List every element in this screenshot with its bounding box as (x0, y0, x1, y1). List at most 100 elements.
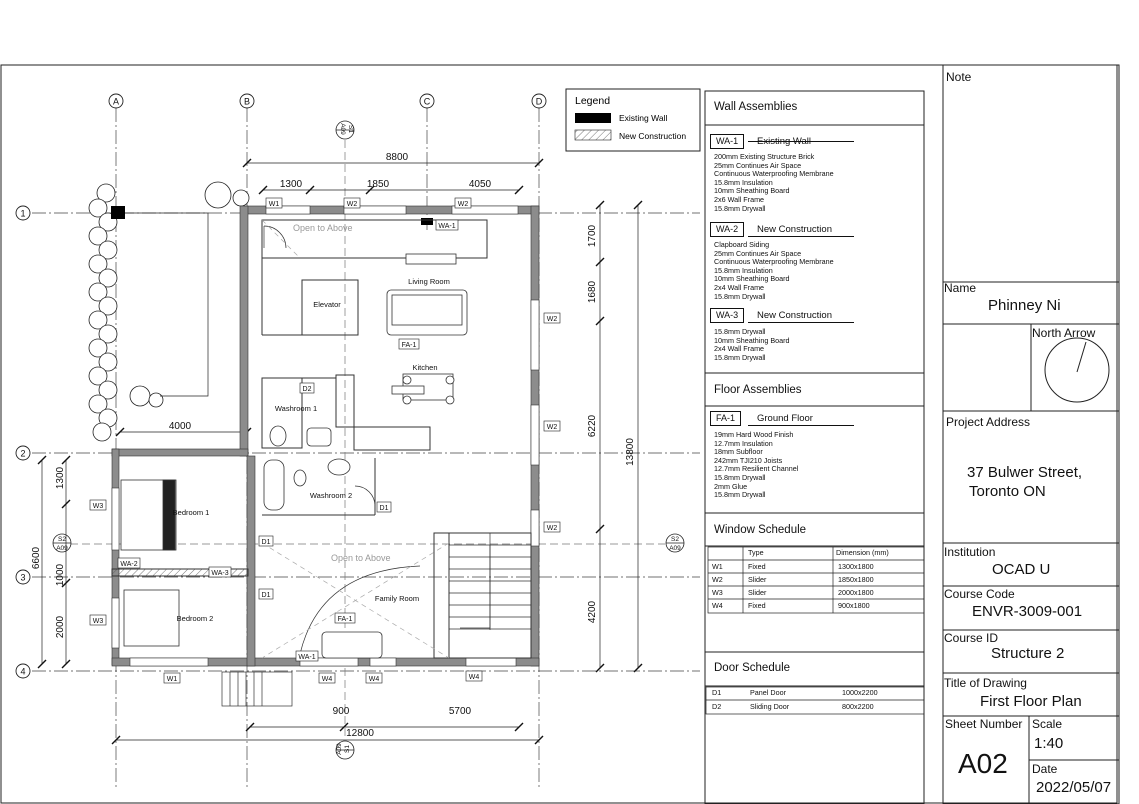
tag-d1-washroom: D1 (380, 505, 389, 512)
wa2-layer: 2x4 Wall Frame (714, 282, 765, 292)
open-above-2: Open to Above (331, 553, 391, 563)
tag-w4-bottom1: W4 (322, 676, 333, 683)
tag-w4-bottom3: W4 (469, 674, 480, 681)
window-row-id: W3 (712, 588, 723, 597)
open-to-above-lines (261, 219, 450, 659)
grid-label-3: 3 (20, 573, 25, 583)
open-above-1: Open to Above (293, 223, 353, 233)
section-a09-right: A09 (669, 545, 681, 552)
grid-label-c: C (424, 97, 431, 107)
door-row-dim: 800x2200 (842, 702, 874, 711)
wa3-tag: WA-3 (710, 308, 745, 323)
wa1-layer: Continuous Waterproofing Membrane (714, 169, 834, 179)
fa1-layers: 19mm Hard Wood Finish 12.7mm Insulation … (714, 430, 799, 500)
dim-left-overall: 6600 (31, 546, 42, 569)
fence-line (125, 212, 209, 397)
name-value: Phinney Ni (988, 297, 1061, 314)
tag-w2-right2: W2 (547, 424, 558, 431)
course-id-value: Structure 2 (991, 645, 1065, 662)
grid-label-b: B (244, 97, 250, 107)
dim-left-1: 1300 (55, 466, 66, 489)
dim-top-2: 1850 (367, 179, 390, 190)
dim-right-1: 1700 (587, 224, 598, 247)
dim-right-4: 4200 (587, 600, 598, 623)
north-arrow-label: North Arrow (1032, 326, 1096, 340)
dim-right-overall: 13800 (625, 438, 636, 466)
dim-right-3: 6220 (587, 414, 598, 437)
address-line1: 37 Bulwer Street, (967, 464, 1083, 481)
tag-w2-top1: W2 (347, 201, 358, 208)
legend-title: Legend (575, 95, 610, 107)
scale-label: Scale (1032, 717, 1063, 731)
window-row-id: W2 (712, 575, 723, 584)
wa2-layer: Clapboard Siding (714, 240, 770, 249)
dim-mid-left: 4000 (169, 421, 192, 432)
sheet-border (0, 64, 1118, 804)
section-a08-top: A09 (339, 123, 346, 135)
drawing-title-value: First Floor Plan (980, 693, 1082, 710)
window-row-dim: 900x1800 (838, 601, 870, 610)
wa2-layer: 10mm Sheathing Board (714, 274, 790, 284)
window-schedule-title: Window Schedule (714, 524, 807, 536)
drawing-title-label: Title of Drawing (944, 676, 1027, 690)
wa1-layer: 200mm Existing Structure Brick (714, 152, 815, 161)
fa1-layer: 18mm Subfloor (714, 447, 763, 457)
wa2-layers: Clapboard Siding 25mm Continues Air Spac… (714, 240, 834, 301)
grid-label-d: D (536, 97, 543, 107)
wa1-name: Existing Wall (757, 136, 812, 147)
window-row-type: Slider (748, 588, 767, 597)
grid-label-1: 1 (20, 209, 25, 219)
wa1-layer: 15.8mm Drywall (714, 203, 766, 213)
institution-value: OCAD U (992, 561, 1051, 578)
grid-label-4: 4 (20, 667, 25, 677)
window-row-dim: 2000x1800 (838, 588, 874, 597)
tag-w2-right1: W2 (547, 316, 558, 323)
dim-left-3: 2000 (55, 615, 66, 638)
tag-fa1-family: FA-1 (338, 616, 353, 623)
window-row-id: W4 (712, 601, 723, 610)
wa1-layer: 25mm Continues Air Space (714, 160, 802, 170)
fa1-layer: 19mm Hard Wood Finish (714, 430, 794, 439)
door-schedule-title: Door Schedule (714, 662, 791, 674)
door-row-type: Sliding Door (750, 702, 790, 711)
window-row-dim: 1300x1800 (838, 562, 874, 571)
name-label: Name (944, 281, 977, 295)
sheet-number-label: Sheet Number (945, 717, 1023, 731)
section-a09-left: A09 (56, 545, 68, 552)
window-row-type: Slider (748, 575, 767, 584)
legend-new-swatch (574, 129, 612, 141)
wa3-layer: 2x4 Wall Frame (714, 344, 765, 354)
room-bedroom2: Bedroom 2 (177, 614, 214, 623)
tag-wa2: WA-2 (120, 561, 137, 568)
existing-column-a1 (111, 206, 125, 219)
window-row-id: W1 (712, 562, 723, 571)
dim-top-1: 1300 (280, 179, 303, 190)
exterior-steps (221, 671, 293, 707)
door-row-id: D1 (712, 688, 722, 697)
room-washroom2: Washroom 2 (310, 491, 352, 500)
fa1-rule (748, 425, 854, 426)
trees (129, 181, 250, 408)
tag-d2: D2 (303, 386, 312, 393)
course-code-label: Course Code (944, 587, 1015, 601)
dim-left-2: 1000 (55, 563, 66, 586)
tag-w2-right3: W2 (547, 525, 558, 532)
fa1-layer: 242mm TJI210 Joists (714, 455, 783, 465)
address-line2: Toronto ON (969, 483, 1046, 500)
hedge (88, 183, 118, 442)
grid-bubbles (15, 93, 547, 679)
new-wall-wa3 (111, 568, 249, 577)
section-markers (52, 120, 685, 760)
tag-w4-bottom2: W4 (369, 676, 380, 683)
fa1-layer: 12.7mm Insulation (714, 438, 773, 448)
wa1-rule (748, 141, 854, 142)
tag-d1-bed2: D1 (262, 592, 271, 599)
room-washroom1: Washroom 1 (275, 404, 317, 413)
tag-d1-bed1: D1 (262, 539, 271, 546)
fa1-layer: 12.7mm Resilient Channel (714, 464, 799, 474)
wa1-tag: WA-1 (710, 134, 745, 149)
window-schedule-grid (707, 546, 925, 614)
fa1-tag: FA-1 (710, 411, 742, 426)
room-elevator: Elevator (313, 300, 341, 309)
tag-w1-bottom: W1 (167, 676, 178, 683)
